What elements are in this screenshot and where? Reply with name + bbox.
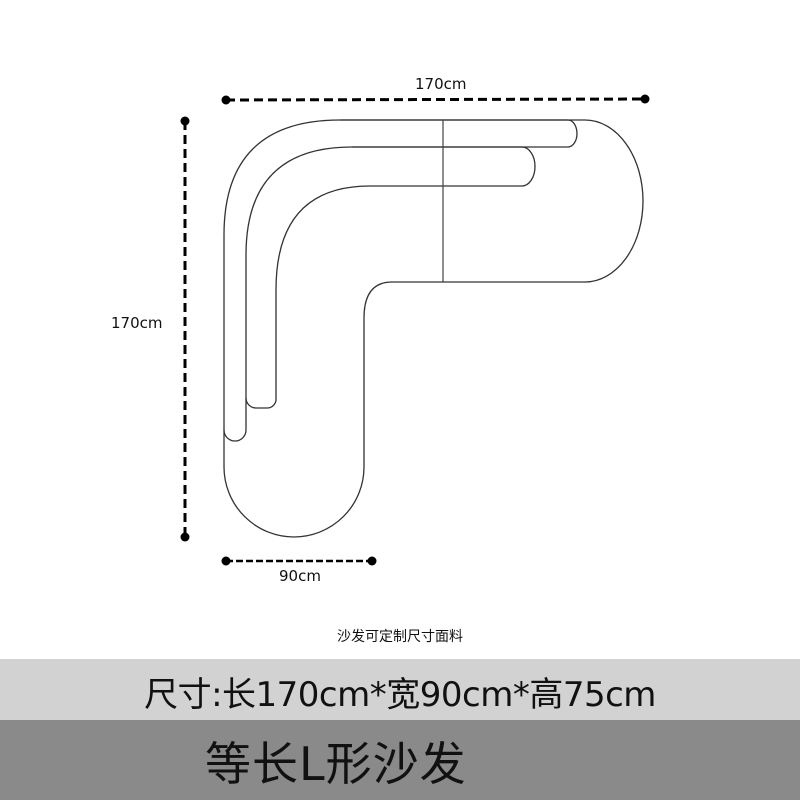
customization-caption: 沙发可定制尺寸面料 bbox=[337, 629, 463, 645]
left-dimension-label: 170cm bbox=[111, 314, 163, 332]
sofa-outline bbox=[223, 119, 644, 538]
left-dimension-line bbox=[180, 116, 190, 542]
top-dimension-label: 170cm bbox=[415, 75, 467, 93]
spec-text: 尺寸:长170cm*宽90cm*高75cm bbox=[144, 675, 656, 715]
title-bar: 等长L形沙发 bbox=[0, 720, 800, 800]
backrest-inner bbox=[245, 146, 536, 409]
backrest-outer bbox=[223, 119, 578, 442]
bottom-dimension-label: 90cm bbox=[279, 567, 321, 585]
bottom-dimension-line bbox=[221, 556, 377, 566]
top-dimension-line bbox=[221, 94, 650, 105]
product-title: 等长L形沙发 bbox=[205, 737, 467, 791]
spec-bar: 尺寸:长170cm*宽90cm*高75cm bbox=[0, 659, 800, 720]
sofa-diagram bbox=[180, 94, 650, 566]
